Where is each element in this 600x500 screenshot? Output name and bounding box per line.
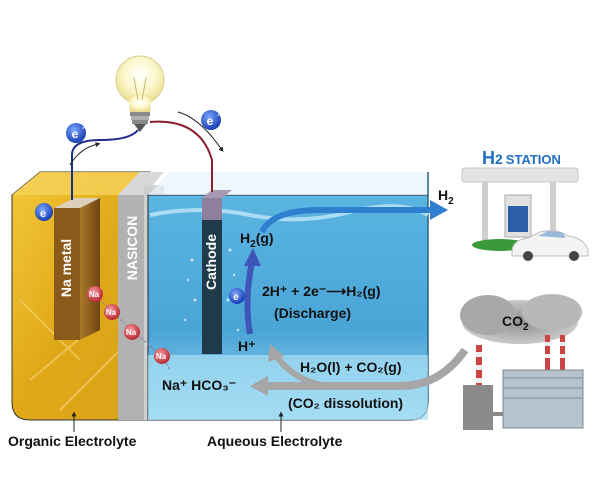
co2-dissolution-arrowhead — [250, 376, 268, 396]
svg-text:-: - — [217, 110, 220, 119]
h2-output-label: H2 — [438, 187, 454, 207]
sodium-ion: Na — [104, 304, 120, 320]
gas-bubbles — [183, 248, 240, 332]
svg-text:e: e — [40, 208, 46, 220]
cathode-electrode: Cathode — [183, 190, 240, 354]
h-plus-to-h2-arrow — [244, 261, 255, 335]
svg-text:-: - — [82, 123, 85, 132]
h2-output-arrowhead — [430, 200, 448, 220]
sodium-bicarbonate-label: Na⁺ HCO₃⁻ — [162, 377, 236, 393]
electron-flow-arrow-left — [69, 142, 101, 166]
electron-icon-cathode: e — [229, 288, 245, 304]
svg-text:Na: Na — [89, 290, 100, 299]
sodium-ions: Na Na Na Na — [87, 286, 171, 371]
h-plus-to-h2-arrowhead — [244, 248, 261, 266]
sodium-ion: Na — [124, 324, 140, 340]
dissolution-equation: H₂O(l) + CO₂(g) — [300, 359, 402, 375]
h-plus-label: H⁺ — [238, 338, 256, 354]
car-icon — [511, 230, 589, 261]
h-plus-branch-arrowhead — [268, 344, 284, 362]
electron-icon-left: e - — [66, 123, 86, 143]
svg-text:Na: Na — [106, 308, 117, 317]
light-bulb-icon — [115, 55, 165, 132]
dissolution-label: (CO₂ dissolution) — [288, 395, 403, 411]
co2-dissolution-arrow — [268, 347, 469, 390]
svg-text:Na: Na — [156, 352, 167, 361]
sodium-ion: Na — [87, 286, 103, 302]
negative-wire — [71, 129, 139, 200]
svg-text:e: e — [72, 127, 79, 141]
cathode-label: Cathode — [203, 234, 219, 290]
electron-icon-anode: e — [35, 203, 53, 221]
aqueous-compartment — [147, 172, 429, 421]
co2-label: CO2 — [502, 313, 529, 333]
h2-output-arrow — [259, 207, 430, 234]
sodium-ion: Na — [154, 348, 170, 364]
reaction-discharge-label: (Discharge) — [274, 305, 351, 321]
reaction-equation: 2H⁺ + 2e⁻⟶H₂(g) — [262, 283, 380, 299]
h-plus-branch-arrow — [273, 354, 331, 389]
positive-wire — [149, 120, 213, 192]
organic-electrolyte-label: Organic Electrolyte — [8, 433, 137, 449]
factory-icon: CO2 — [460, 294, 584, 430]
svg-text:Na: Na — [126, 328, 137, 337]
svg-text:e: e — [233, 292, 239, 303]
nasicon-label: NASICON — [124, 216, 140, 281]
na-metal-electrode: Na metal — [54, 198, 100, 340]
electron-flow-arrow-right — [177, 111, 224, 153]
aqueous-electrolyte-label: Aqueous Electrolyte — [207, 433, 343, 449]
h2g-label: H2(g) — [240, 230, 274, 250]
na-metal-label: Na metal — [58, 239, 74, 297]
svg-text:e: e — [207, 114, 214, 128]
electron-icon-right: e - — [201, 110, 221, 130]
